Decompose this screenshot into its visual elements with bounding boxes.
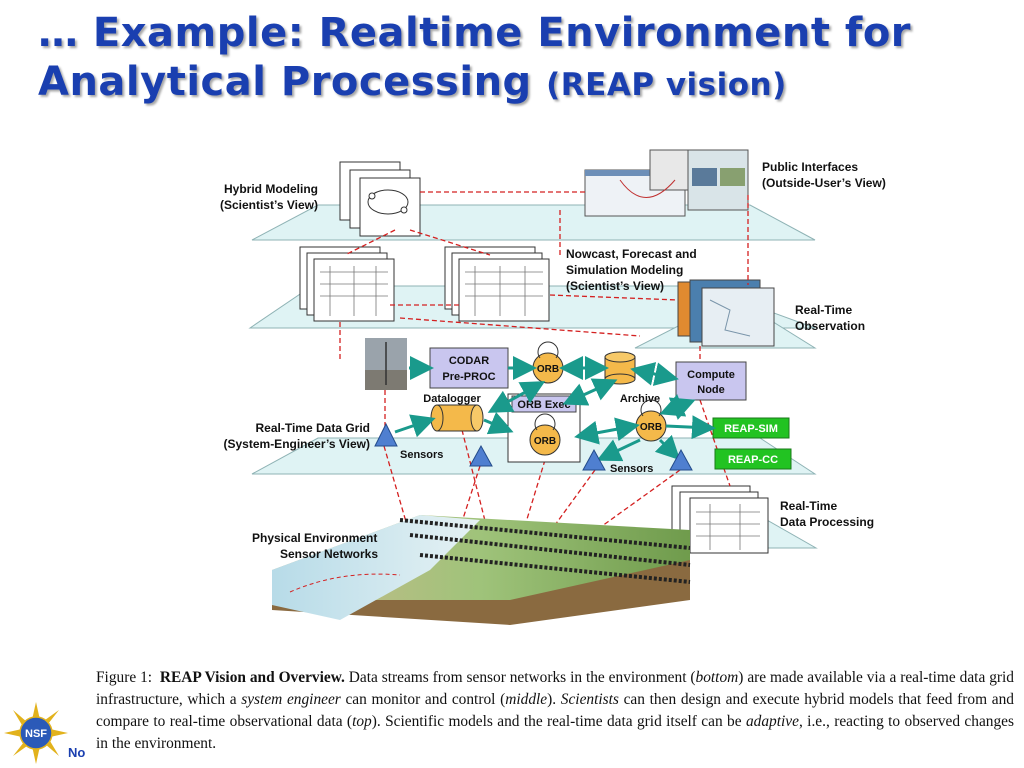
caption-italic-5: top: [352, 713, 372, 730]
codar-label-2: Pre-PROC: [442, 371, 495, 383]
orb-right-label: ORB: [640, 422, 662, 433]
physical-env-label-2: Sensor Networks: [280, 547, 378, 561]
hybrid-model-pages: [339, 161, 421, 237]
caption-text-4: ).: [547, 691, 561, 708]
sensor-triangles: [374, 422, 693, 471]
physical-env-label-1: Physical Environment: [252, 531, 377, 545]
realtime-processing-label-1: Real-Time: [780, 499, 837, 513]
nowcast-model-left: [299, 246, 395, 322]
nowcast-model-right: [444, 246, 550, 322]
caption-text-1: Data streams from sensor networks in the…: [348, 669, 696, 686]
caption-text-5: can then design and execute hybrid model…: [96, 691, 1014, 730]
datalogger-cylinder: [430, 404, 484, 432]
caption-bold: REAP Vision and Overview.: [159, 669, 345, 686]
caption-text-2: ) are made available via a real-time dat…: [96, 669, 1014, 708]
physical-environment-terrain: [272, 515, 691, 625]
compute-node-label-2: Node: [697, 384, 725, 396]
caption-label: Figure 1:: [96, 669, 153, 686]
nowcast-label-1: Nowcast, Forecast and: [566, 247, 697, 261]
nowcast-label-2: Simulation Modeling: [566, 263, 683, 277]
codar-label-1: CODAR: [449, 355, 489, 367]
title-subtitle: (REAP vision): [546, 67, 787, 103]
public-interface-screens: [584, 149, 749, 217]
caption-italic-2: system engineer: [241, 691, 341, 708]
data-grid-label-2: (System-Engineer’s View): [224, 437, 371, 451]
caption-italic-4: Scientists: [560, 691, 619, 708]
reap-cc-label: REAP-CC: [728, 454, 778, 466]
public-interfaces-label-2: (Outside-User’s View): [762, 176, 886, 190]
observation-maps: [677, 279, 775, 347]
nowcast-label-3: (Scientist’s View): [566, 279, 664, 293]
compute-node-box: [675, 361, 747, 401]
sensors-label-right: Sensors: [610, 463, 653, 475]
compute-node-label-1: Compute: [687, 369, 735, 381]
realtime-processing-label-2: Data Processing: [780, 515, 874, 529]
caption-italic-1: bottom: [695, 669, 739, 686]
orb-exec-orb-label: ORB: [534, 436, 556, 447]
archive-cylinder: [604, 351, 636, 385]
realtime-observation-label-2: Observation: [795, 319, 865, 333]
reap-cc-box: [714, 448, 792, 470]
slide-title: … Example: Realtime Environment for Anal…: [38, 8, 998, 109]
realtime-observation-label-1: Real-Time: [795, 303, 852, 317]
sensors-label-left: Sensors: [400, 449, 443, 461]
data-grid-label-1: Real-Time Data Grid: [256, 421, 370, 435]
caption-text-3: can monitor and control (: [340, 691, 506, 708]
caption-text-6: ). Scientific models and the real-time d…: [371, 713, 746, 730]
sensor-tower-photo: [365, 338, 407, 390]
title-line-1: … Example: Realtime Environment for: [38, 10, 912, 56]
caption-italic-6: adaptive: [745, 713, 799, 730]
hybrid-modeling-label-2: (Scientist’s View): [220, 198, 318, 212]
caption-italic-3: middle: [505, 691, 548, 708]
hybrid-modeling-label-1: Hybrid Modeling: [224, 182, 318, 196]
title-line-2: Analytical Processing (REAP vision): [38, 58, 998, 109]
orb-exec-label: ORB Exec: [517, 399, 570, 411]
nsf-logo: NSF: [4, 702, 68, 764]
caption-text-7: , i.e., reacting to observed changes in …: [96, 713, 1014, 752]
archive-label: Archive: [620, 393, 660, 405]
orb-top-label: ORB: [537, 364, 559, 375]
data-flow-arrows: [394, 356, 716, 462]
reap-sim-label: REAP-SIM: [724, 423, 778, 435]
nsf-logo-text: NSF: [25, 728, 47, 740]
public-interfaces-label-1: Public Interfaces: [762, 160, 858, 174]
footer-text-stub: No: [68, 745, 86, 760]
figure-caption: Figure 1: REAP Vision and Overview. Data…: [96, 667, 1014, 755]
datalogger-label: Datalogger: [423, 393, 481, 405]
orb-exec-orb: [529, 424, 561, 456]
title-line-2-main: Analytical Processing: [38, 59, 532, 105]
